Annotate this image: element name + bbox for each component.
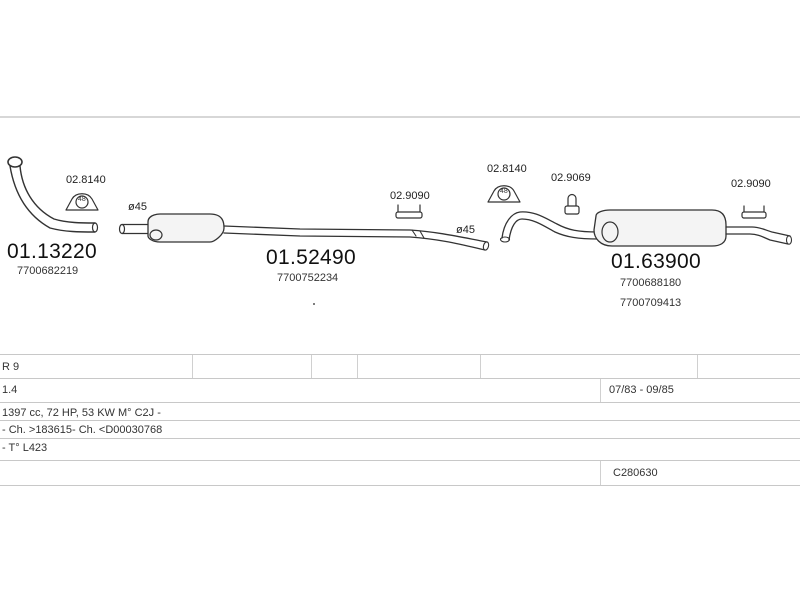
clamp-mid-size: 48: [500, 188, 508, 195]
column-separator: [600, 379, 601, 402]
table-row: 1397 cc, 72 HP, 53 KW M° C2J -: [0, 402, 800, 420]
part-number-middle-silencer: 01.52490: [266, 246, 356, 269]
column-separator: [697, 355, 698, 378]
row-kit-code: C280630: [613, 467, 658, 479]
column-separator: [600, 461, 601, 485]
exhaust-diagram: 02.8140 48 ø45 01.13220 7700682219 02.90…: [0, 116, 800, 309]
mount-mid-code: 02.9090: [390, 190, 430, 202]
table-row: - Ch. >183615- Ch. <D00030768: [0, 420, 800, 438]
clamp-mid-code: 02.8140: [487, 163, 527, 175]
clamp-front-code: 02.8140: [66, 174, 106, 186]
table-row: - T° L423: [0, 438, 800, 460]
row-engine-size: 1.4: [2, 384, 18, 396]
row-chassis-range: - Ch. >183615- Ch. <D00030768: [2, 424, 163, 436]
column-separator: [480, 355, 481, 378]
rear-silencer-drawing: [499, 209, 793, 247]
table-row: 1.4 07/83 - 09/85: [0, 378, 800, 402]
exhaust-drawing: [7, 156, 793, 305]
row-type: - T° L423: [2, 442, 48, 454]
dot-marker: [313, 303, 315, 305]
mount-mid-drawing: [395, 204, 423, 219]
mount-rear-top-drawing: [564, 193, 580, 215]
ref-middle-silencer: 7700752234: [277, 272, 339, 284]
diagram-top-border: [0, 116, 800, 118]
column-separator: [192, 355, 193, 378]
clamp-front-drawing: [65, 193, 99, 211]
front-pipe-drawing: [7, 156, 99, 233]
part-number-rear-silencer: 01.63900: [611, 250, 701, 273]
ref-rear-silencer-1: 7700688180: [620, 277, 682, 289]
clamp-mid-drawing: [487, 185, 521, 203]
ref-rear-silencer-2: 7700709413: [620, 297, 682, 309]
diameter-mid: ø45: [456, 224, 475, 236]
row-engine-spec: 1397 cc, 72 HP, 53 KW M° C2J -: [2, 407, 161, 419]
middle-silencer-drawing: [118, 213, 490, 251]
table-row: R 9: [0, 354, 800, 378]
vehicle-spec-table: R 9 1.4 07/83 - 09/85 1397 cc, 72 HP, 53…: [0, 354, 800, 490]
row-code-left: [0, 464, 2, 488]
table-row: C280630: [0, 460, 800, 486]
part-number-front-pipe: 01.13220: [7, 240, 97, 263]
row-vehicle-model: R 9: [2, 361, 20, 373]
mount-rear-top-code: 02.9069: [551, 172, 591, 184]
column-separator: [311, 355, 312, 378]
diameter-front: ø45: [128, 201, 147, 213]
row-production-dates: 07/83 - 09/85: [609, 384, 674, 396]
mount-rear-code: 02.9090: [731, 178, 771, 190]
mount-rear-drawing: [741, 205, 767, 219]
ref-front-pipe: 7700682219: [17, 265, 79, 277]
column-separator: [357, 355, 358, 378]
clamp-front-size: 48: [78, 196, 86, 203]
